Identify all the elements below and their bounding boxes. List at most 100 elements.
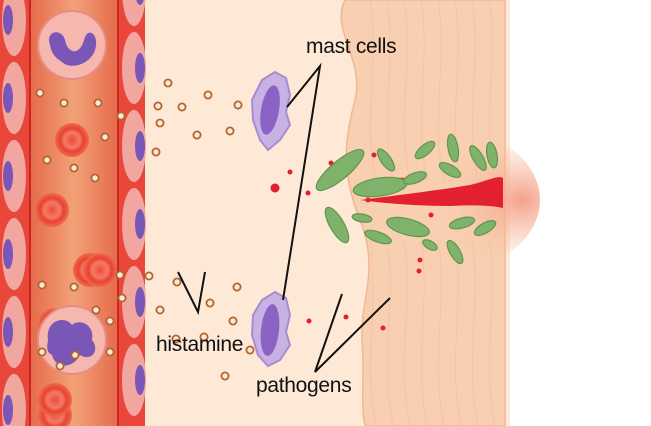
endothelial-cell	[122, 32, 146, 104]
mast-cell	[250, 290, 292, 368]
histamine-granule	[69, 163, 79, 173]
endothelial-nucleus	[136, 0, 144, 5]
histamine-granule	[70, 350, 80, 360]
histamine-granule	[115, 270, 125, 280]
blood-droplet	[428, 212, 434, 218]
endothelial-nucleus	[3, 239, 13, 269]
histamine-granule	[228, 316, 238, 326]
histamine-granule	[220, 371, 230, 381]
red-blood-cell	[35, 193, 69, 227]
histamine-granule	[205, 298, 215, 308]
endothelial-cell	[122, 188, 146, 260]
endothelial-nucleus	[135, 365, 145, 395]
histamine-granule	[199, 332, 209, 342]
histamine-granule	[153, 101, 163, 111]
blood-droplet	[416, 268, 422, 274]
histamine-granule	[42, 155, 52, 165]
pathogen-bacterium	[414, 140, 436, 160]
pathogen-bacterium	[324, 206, 350, 244]
histamine-granule	[69, 282, 79, 292]
pathogen-bacterium	[438, 162, 462, 178]
endothelial-nucleus	[3, 83, 13, 113]
endothelial-cell	[2, 62, 26, 134]
histamine-granule	[192, 130, 202, 140]
pathogen-bacterium	[485, 141, 499, 169]
endothelial-nucleus	[3, 161, 13, 191]
blood-droplet	[270, 183, 280, 193]
histamine-granule	[105, 316, 115, 326]
endothelial-cell	[2, 218, 26, 290]
red-blood-cell	[38, 383, 72, 417]
blood-droplet	[365, 197, 371, 203]
histamine-granule	[172, 277, 182, 287]
blood-droplet	[380, 325, 386, 331]
blood-droplet	[287, 169, 293, 175]
endothelial-nucleus	[3, 395, 13, 425]
pathogens-label: pathogens	[256, 374, 352, 397]
histamine-granule	[203, 90, 213, 100]
histamine-granule	[171, 334, 181, 344]
histamine-granule	[233, 100, 243, 110]
histamine-granule	[59, 98, 69, 108]
mast-cells-label: mast cells	[306, 35, 397, 58]
endothelial-cell	[122, 344, 146, 416]
histamine-granule	[37, 280, 47, 290]
pathogen-bacterium	[351, 213, 373, 223]
endothelial-nucleus	[3, 317, 13, 347]
pathogen-bacterium	[473, 220, 497, 236]
pathogen-bacterium	[448, 216, 476, 230]
endothelial-nucleus	[135, 209, 145, 239]
pathogen-bacterium	[376, 148, 396, 172]
histamine-granule	[144, 271, 154, 281]
histamine-granule	[37, 347, 47, 357]
histamine-granule	[177, 102, 187, 112]
endothelial-nucleus	[135, 131, 145, 161]
histamine-granule	[117, 293, 127, 303]
histamine-granule	[232, 282, 242, 292]
endothelial-nucleus	[135, 287, 145, 317]
blood-droplet	[306, 318, 312, 324]
endothelial-cell	[2, 140, 26, 212]
endothelial-nucleus	[3, 5, 13, 35]
histamine-granule	[90, 173, 100, 183]
histamine-granule	[151, 147, 161, 157]
skin-texture-line	[403, 0, 411, 426]
blood-droplet	[305, 190, 311, 196]
red-blood-cell	[83, 253, 117, 287]
histamine-granule	[155, 305, 165, 315]
red-blood-cell	[55, 123, 89, 157]
skin-texture-line	[369, 0, 377, 426]
pathogen-bacterium	[402, 171, 428, 185]
pathogen-bacterium	[315, 148, 365, 192]
histamine-granule	[245, 345, 255, 355]
skin-texture-line	[437, 0, 445, 426]
blood-droplet	[417, 257, 423, 263]
pathogen-bacterium	[386, 216, 430, 238]
histamine-granule	[35, 88, 45, 98]
white-blood-cell	[37, 305, 107, 375]
histamine-granule	[55, 361, 65, 371]
histamine-granule	[93, 98, 103, 108]
skin-texture-line	[420, 0, 428, 426]
histamine-granule	[163, 78, 173, 88]
blood-droplet	[343, 314, 349, 320]
pathogen-bacterium	[364, 229, 392, 245]
endothelial-cell	[122, 266, 146, 338]
histamine-label: histamine	[156, 333, 244, 356]
endothelial-cell	[2, 296, 26, 368]
endothelial-cell	[122, 0, 146, 26]
histamine-granule	[100, 132, 110, 142]
pathogen-bacterium	[469, 145, 487, 171]
mast-cell	[250, 70, 292, 152]
wound-cut	[360, 177, 503, 208]
pathogen-bacterium	[422, 239, 438, 251]
blood-droplet	[371, 152, 377, 158]
leader-lines	[177, 62, 391, 373]
white-blood-cell	[37, 10, 107, 80]
histamine-granule	[116, 111, 126, 121]
histamine-granule	[225, 126, 235, 136]
endothelial-nucleus	[135, 53, 145, 83]
histamine-granule	[105, 347, 115, 357]
